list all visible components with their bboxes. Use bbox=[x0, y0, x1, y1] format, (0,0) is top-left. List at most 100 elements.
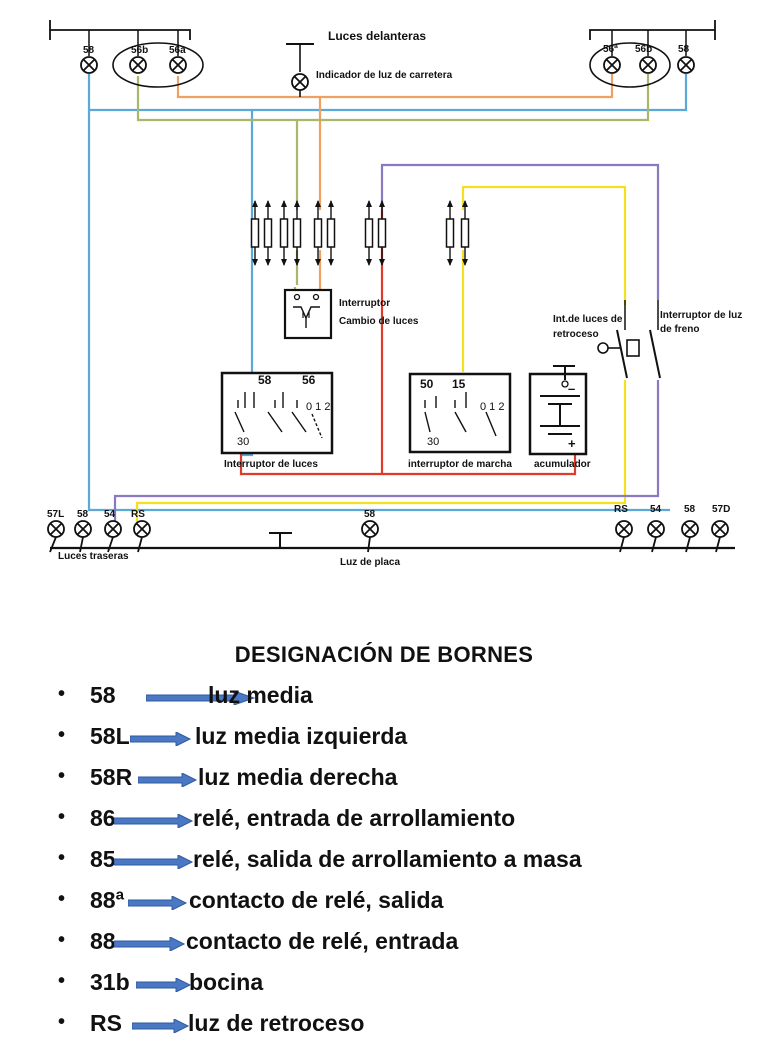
lamp-icon bbox=[639, 56, 657, 74]
ignition-switch: 50 15 30 0 1 2 interruptor de marcha bbox=[408, 372, 512, 470]
legend-desc: luz media derecha bbox=[198, 764, 398, 790]
bullet-icon: • bbox=[58, 888, 66, 910]
fuse-icon bbox=[445, 199, 455, 267]
bullet-icon: • bbox=[58, 970, 66, 992]
legend-code: 31b bbox=[90, 969, 130, 995]
legend-code: 88ª bbox=[90, 887, 125, 913]
rear-term-label: RS bbox=[614, 504, 628, 515]
wire-yellow bbox=[135, 185, 627, 522]
lamp-icon bbox=[603, 56, 621, 74]
rear-lamp-icon bbox=[104, 520, 122, 538]
battery-minus: – bbox=[568, 381, 575, 396]
rear-lamp-icon bbox=[74, 520, 92, 538]
legend-desc: relé, salida de arrollamiento a masa bbox=[193, 846, 582, 872]
wire-light-blue bbox=[87, 74, 688, 512]
light-switch: 58 56 30 0 1 2 Interruptor de luces bbox=[220, 371, 334, 470]
arrow-icon bbox=[130, 732, 192, 746]
dimmer-label-line1: Interruptor bbox=[339, 298, 390, 309]
rear-lights-label: Luces traseras bbox=[58, 551, 129, 562]
legend-desc: contacto de relé, salida bbox=[189, 887, 444, 913]
ignition-term: 30 bbox=[427, 436, 439, 448]
arrow-icon bbox=[132, 1019, 190, 1033]
plate-light-label: Luz de placa bbox=[340, 557, 400, 568]
legend-code: 58R bbox=[90, 764, 133, 790]
fuse-icon bbox=[279, 199, 289, 267]
reverse-brake-switches: Int.de luces de retroceso Interruptor de… bbox=[553, 300, 742, 379]
front-left-term-label: 56a bbox=[169, 45, 186, 56]
legend-desc: relé, entrada de arrollamiento bbox=[193, 805, 516, 831]
light-switch-term: 58 bbox=[258, 373, 272, 387]
legend-desc: bocina bbox=[189, 969, 264, 995]
light-switch-positions: 0 1 2 bbox=[306, 401, 330, 413]
brake-switch-label-1: Interruptor de luz bbox=[660, 310, 742, 321]
front-lights-title: Luces delanteras bbox=[328, 29, 426, 43]
legend-desc: luz media bbox=[208, 682, 313, 708]
rear-lamp-icon bbox=[647, 520, 665, 538]
bullet-icon: • bbox=[58, 724, 66, 746]
rear-term-label: 58 bbox=[684, 504, 696, 515]
wiring-diagram: 58 56b 56a 56ª 56b 58 Luces delanteras I… bbox=[47, 20, 742, 568]
front-left-term-label: 56b bbox=[131, 45, 148, 56]
wire-orange bbox=[176, 74, 614, 295]
dimmer-label-line2: Cambio de luces bbox=[339, 316, 419, 327]
high-beam-indicator: Indicador de luz de carretera bbox=[286, 43, 453, 97]
wire-olive bbox=[136, 74, 650, 296]
legend-code: 85 bbox=[90, 846, 116, 872]
ignition-term: 15 bbox=[452, 377, 466, 391]
front-right-term-label: 56b bbox=[635, 44, 652, 55]
bullet-icon: • bbox=[58, 806, 66, 828]
light-switch-label: Interruptor de luces bbox=[224, 459, 318, 470]
bullet-icon: • bbox=[58, 1011, 66, 1033]
arrow-icon bbox=[114, 814, 194, 828]
fuse-icon bbox=[326, 199, 336, 267]
arrow-icon bbox=[128, 896, 188, 910]
legend-desc: contacto de relé, entrada bbox=[186, 928, 459, 954]
ignition-label: interruptor de marcha bbox=[408, 459, 512, 470]
wires bbox=[87, 74, 688, 522]
arrow-icon bbox=[146, 691, 256, 705]
front-left-term-label: 58 bbox=[83, 45, 95, 56]
legend-desc: luz media izquierda bbox=[195, 723, 408, 749]
rear-term-label: 54 bbox=[650, 504, 662, 515]
legend-code: 58 bbox=[90, 682, 116, 708]
lamp-icon bbox=[129, 56, 147, 74]
light-switch-term: 56 bbox=[302, 373, 316, 387]
dimmer-switch: Interruptor Cambio de luces bbox=[283, 288, 419, 340]
bullet-icon: • bbox=[58, 847, 66, 869]
fuse-icon bbox=[364, 199, 374, 267]
plate-lamp-icon bbox=[361, 520, 379, 538]
battery-label: acumulador bbox=[534, 459, 591, 470]
bullet-icon: • bbox=[58, 929, 66, 951]
lamp-icon bbox=[80, 56, 98, 74]
ignition-term: 50 bbox=[420, 377, 434, 391]
fuse-icon bbox=[377, 199, 387, 267]
arrow-icon bbox=[136, 978, 192, 992]
indicator-label: Indicador de luz de carretera bbox=[316, 70, 453, 81]
rear-lamp-icon bbox=[615, 520, 633, 538]
arrow-icon bbox=[138, 773, 198, 787]
front-right-term-label: 58 bbox=[678, 44, 690, 55]
rear-term-label: 54 bbox=[104, 509, 116, 520]
wire-purple bbox=[113, 163, 660, 522]
battery: – + acumulador bbox=[528, 365, 591, 470]
battery-plus: + bbox=[568, 436, 576, 451]
rear-term-label: 57D bbox=[712, 504, 730, 515]
fuse-icon bbox=[292, 199, 302, 267]
front-right-lamp-group: 56ª 56b 58 bbox=[589, 20, 716, 88]
legend-code: 58L bbox=[90, 723, 130, 749]
arrow-icon bbox=[114, 937, 186, 951]
rear-lamp-icon bbox=[133, 520, 151, 538]
fuse-box bbox=[250, 199, 470, 267]
bullet-icon: • bbox=[58, 683, 66, 705]
rear-lamp-icon bbox=[681, 520, 699, 538]
reverse-switch-label-1: Int.de luces de bbox=[553, 314, 623, 325]
light-switch-term: 30 bbox=[237, 436, 249, 448]
arrow-icon bbox=[114, 855, 194, 869]
front-right-term-label: 56ª bbox=[603, 44, 618, 55]
rear-lamp-icon bbox=[47, 520, 65, 538]
fuse-icon bbox=[263, 199, 273, 267]
legend-code: 88 bbox=[90, 928, 116, 954]
indicator-lamp-icon bbox=[291, 73, 309, 91]
bullet-icon: • bbox=[58, 765, 66, 787]
front-left-lamp-group: 58 56b 56a bbox=[49, 20, 204, 88]
